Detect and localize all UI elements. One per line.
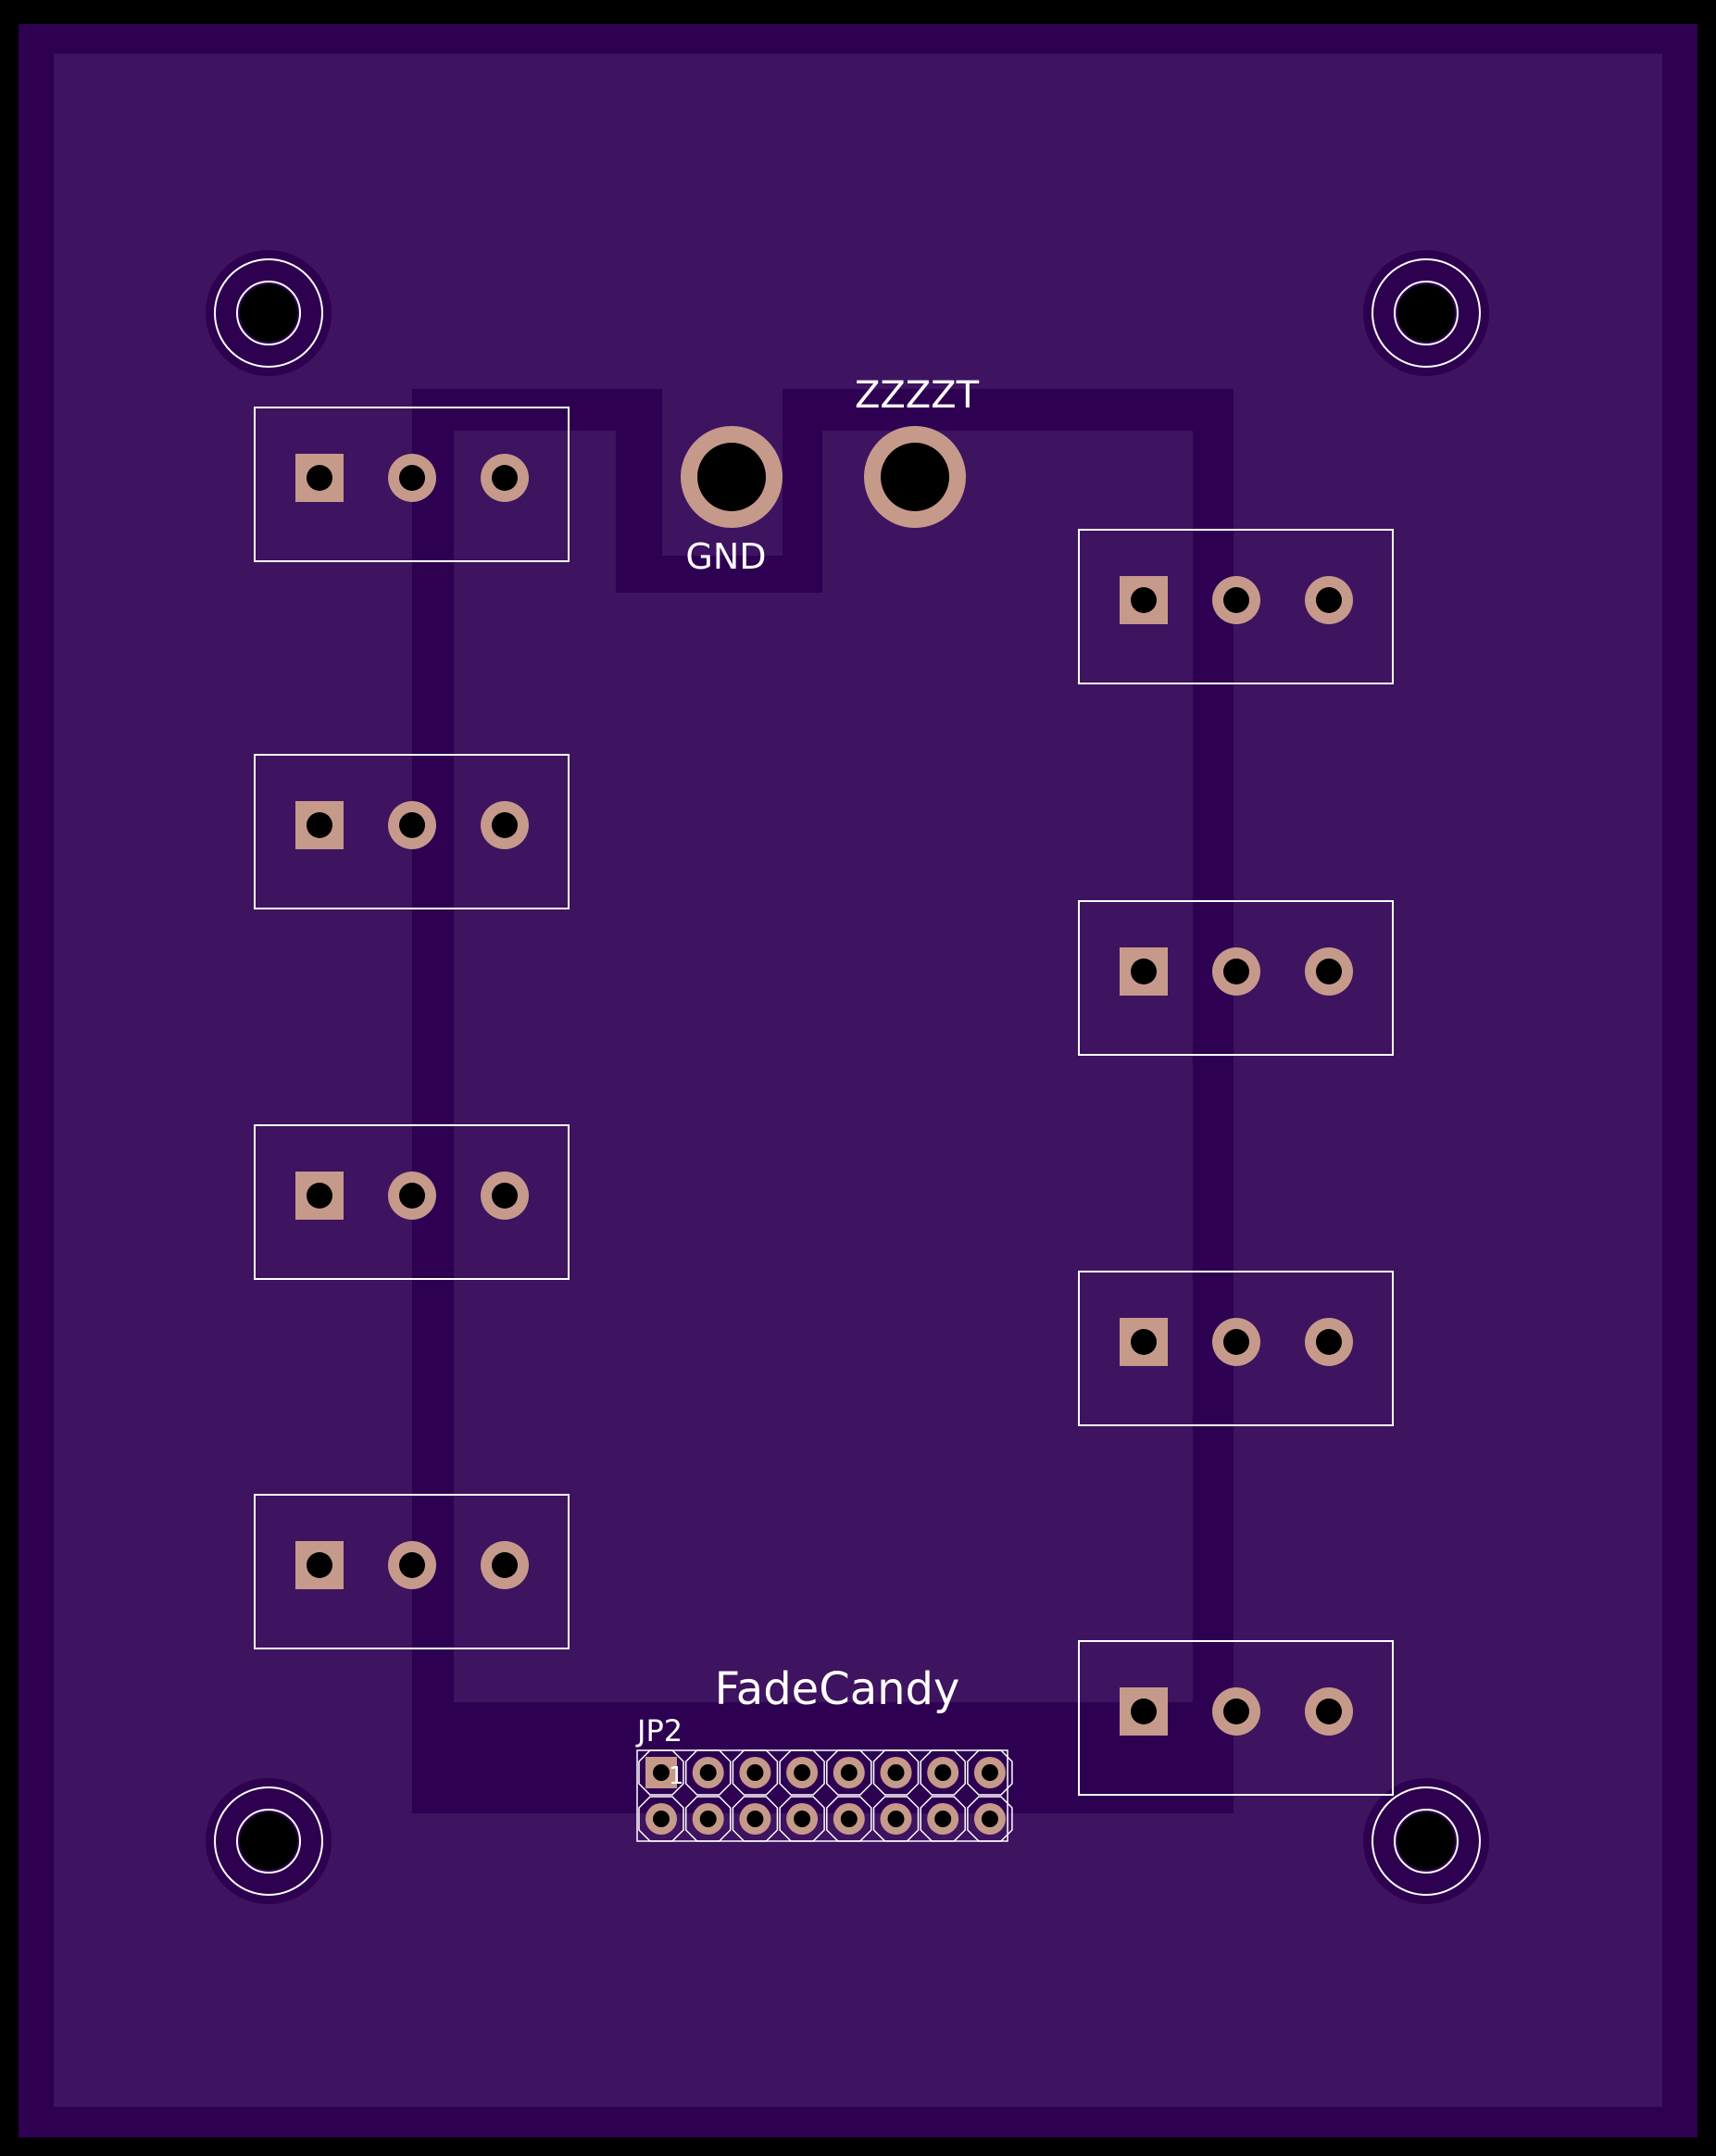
header-pin	[826, 1796, 872, 1842]
connector-3pin	[254, 1124, 570, 1280]
gnd-drill	[697, 443, 766, 511]
mounting-hole	[206, 250, 332, 376]
header-pin	[684, 1749, 732, 1796]
header-pin	[732, 1749, 779, 1796]
header-pin	[967, 1749, 1013, 1796]
jp2-header: 1	[636, 1749, 1013, 1842]
mounting-hole	[206, 1778, 332, 1904]
connector-3pin	[1078, 900, 1394, 1056]
board-name-label: FadeCandy	[715, 1663, 960, 1715]
connector-3pin	[1078, 529, 1394, 684]
header-ref-label: JP2	[635, 1713, 683, 1749]
connector-3pin	[1078, 1271, 1394, 1426]
power-drill	[881, 443, 949, 511]
header-pin	[872, 1796, 920, 1842]
header-pin	[732, 1796, 779, 1842]
header-pin	[967, 1796, 1013, 1842]
header-pin	[920, 1749, 966, 1796]
connector-3pin	[254, 407, 570, 562]
header-pin1-label: 1	[669, 1762, 684, 1790]
power-label: ZZZZT	[855, 374, 980, 417]
header-pin	[826, 1749, 872, 1796]
connector-3pin	[254, 754, 570, 909]
header-pin	[779, 1796, 825, 1842]
header-pin	[920, 1796, 966, 1842]
ground-trace	[412, 389, 1234, 1813]
power-pads	[681, 426, 966, 528]
header-pin	[684, 1796, 732, 1842]
mounting-hole	[1363, 250, 1489, 376]
gnd-label: GND	[685, 536, 766, 577]
header-pin	[779, 1749, 825, 1796]
mounting-hole	[1363, 1778, 1489, 1904]
connector-3pin	[1078, 1640, 1394, 1796]
header-pin	[638, 1749, 684, 1796]
connector-3pin	[254, 1494, 570, 1649]
header-pin	[638, 1796, 684, 1842]
header-pin	[872, 1749, 920, 1796]
